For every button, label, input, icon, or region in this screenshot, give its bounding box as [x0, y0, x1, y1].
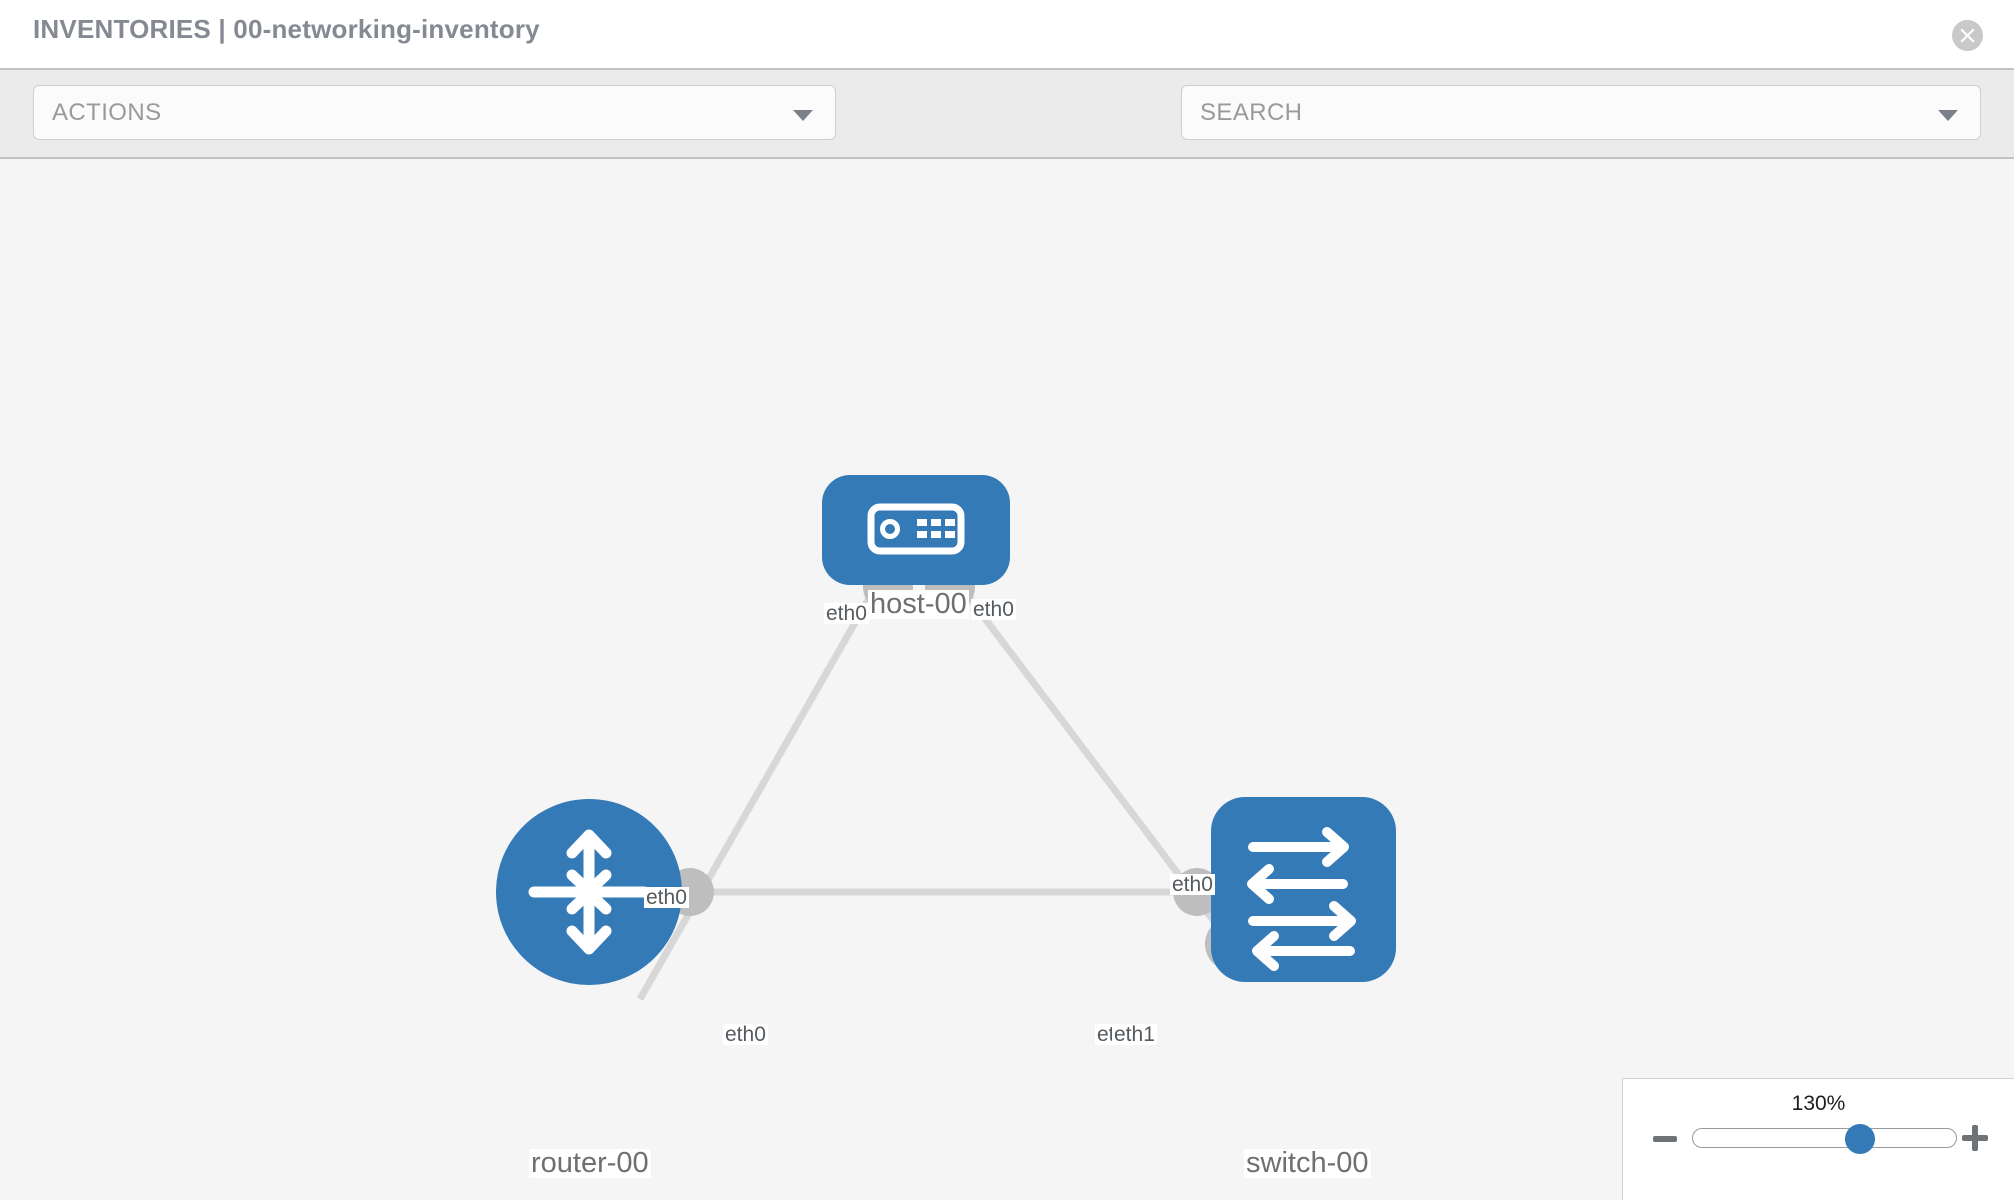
edge-label-switch-up: eth0: [1170, 873, 1215, 896]
page-title: INVENTORIES | 00-networking-inventory: [33, 14, 540, 44]
node-host-00[interactable]: [822, 475, 1010, 585]
topology-canvas[interactable]: eth0 eth0 eth0 eth0 eth0 eth eth1 host-0…: [0, 159, 2014, 1200]
edge-host-router: [636, 577, 884, 1001]
zoom-control-panel: 130%: [1622, 1078, 2014, 1200]
actions-dropdown-label: ACTIONS: [52, 99, 162, 126]
node-label-host-00: host-00: [868, 588, 969, 620]
node-label-switch-00: switch-00: [1244, 1147, 1371, 1179]
actions-dropdown[interactable]: ACTIONS: [33, 85, 836, 140]
search-chevron-down-icon: [1938, 110, 1958, 121]
search-input[interactable]: SEARCH: [1181, 85, 1981, 140]
edge-label-host-right: eth0: [971, 598, 1016, 621]
zoom-slider-thumb[interactable]: [1845, 1124, 1875, 1154]
page-header: INVENTORIES | 00-networking-inventory: [0, 0, 2014, 68]
zoom-out-button[interactable]: [1653, 1136, 1677, 1142]
node-label-router-00: router-00: [529, 1147, 651, 1179]
chevron-down-icon: [793, 110, 813, 121]
edge-label-router-up: eth0: [644, 886, 689, 909]
node-router-00[interactable]: [496, 799, 682, 985]
node-switch-00[interactable]: [1211, 797, 1396, 982]
zoom-in-button[interactable]: [1962, 1125, 1988, 1151]
edge-label-host-left: eth0: [824, 602, 869, 625]
edge-label-router-eth0: eth0: [723, 1023, 768, 1046]
toolbar: ACTIONS SEARCH: [0, 68, 2014, 204]
router-arrows-icon: [528, 829, 650, 955]
search-placeholder: SEARCH: [1200, 99, 1303, 126]
zoom-level-value: 130%: [1791, 1092, 1846, 1115]
edge-label-switch-eth1: eth1: [1112, 1023, 1157, 1046]
zoom-slider-track[interactable]: [1692, 1128, 1957, 1148]
close-button[interactable]: [1952, 20, 1983, 51]
close-icon: [1960, 28, 1975, 43]
switch-arrows-icon: [1247, 827, 1356, 971]
server-icon: [867, 503, 965, 555]
topology-graph: [496, 475, 1396, 1001]
